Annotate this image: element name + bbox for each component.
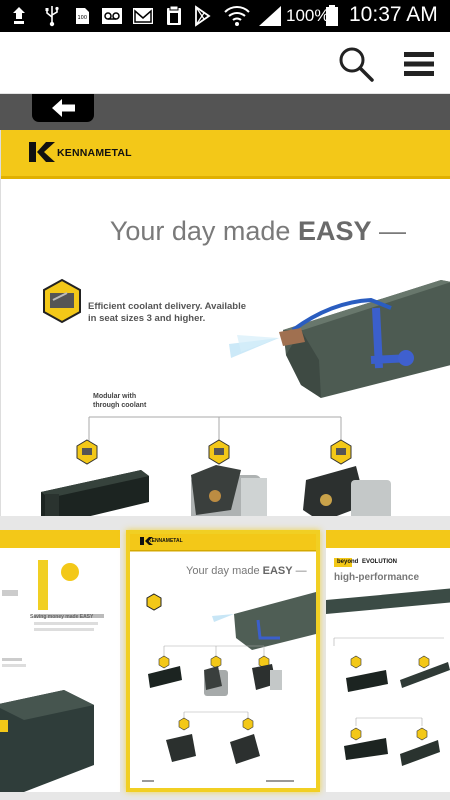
back-button[interactable] bbox=[32, 94, 94, 122]
clock: 10:37 AM bbox=[349, 3, 438, 26]
voicemail-icon bbox=[102, 8, 122, 24]
clipboard-icon bbox=[167, 5, 181, 25]
page-illustration bbox=[41, 278, 450, 535]
thumbnail-headline: Your day made EASY — bbox=[186, 565, 307, 577]
hex-icon-2 bbox=[208, 439, 230, 465]
page-thumbnail-next[interactable]: beyond EVOLUTION high-performance bbox=[326, 530, 450, 792]
usb-icon bbox=[45, 6, 59, 27]
kennametal-logo-icon bbox=[29, 142, 55, 162]
page-thumbnail-strip[interactable]: Saving money made EASY bbox=[0, 516, 450, 800]
search-icon[interactable] bbox=[336, 44, 376, 84]
thumbnail-badge-beyond: beyond bbox=[337, 559, 359, 565]
document-viewer[interactable]: KENNAMETAL Your day made EASY — bbox=[0, 94, 450, 800]
battery-percent: 100% bbox=[286, 6, 330, 25]
thumbnail-brand: KENNAMETAL bbox=[148, 538, 183, 544]
page-thumbnail-current[interactable]: KENNAMETAL Your day made EASY — bbox=[126, 530, 320, 792]
thumbnail-art bbox=[130, 534, 316, 782]
svg-text:100: 100 bbox=[78, 15, 88, 21]
thumbnail-art bbox=[326, 530, 450, 766]
square-shank-tool-image bbox=[41, 470, 149, 526]
thumbnail-title: high-performance bbox=[334, 572, 420, 583]
coolant-description: Efficient coolant delivery. Available in… bbox=[88, 301, 247, 324]
thumbnail-art bbox=[0, 530, 120, 792]
back-arrow-icon bbox=[52, 99, 75, 117]
hex-icon-1 bbox=[76, 439, 98, 465]
app-bar bbox=[0, 32, 450, 94]
page-headline: Your day made EASY — bbox=[109, 216, 406, 246]
email-icon bbox=[133, 8, 153, 24]
storage-icon: 100 bbox=[76, 8, 89, 24]
modular-caption: Modular with through coolant bbox=[93, 393, 147, 409]
page-thumbnail-previous[interactable]: Saving money made EASY bbox=[0, 530, 120, 792]
brand-bar bbox=[1, 130, 450, 176]
document-page[interactable]: KENNAMETAL Your day made EASY — bbox=[0, 130, 450, 540]
thumbnail-badge-evolution: EVOLUTION bbox=[362, 559, 398, 565]
coolant-hex-icon bbox=[43, 278, 81, 324]
status-bar: 100 100% 10:37 AM bbox=[0, 0, 450, 32]
battery-icon bbox=[326, 5, 338, 26]
thumbnail-caption: Saving money made EASY bbox=[30, 614, 94, 620]
wifi-icon bbox=[224, 6, 250, 26]
menu-icon[interactable] bbox=[402, 48, 436, 80]
brand-name: KENNAMETAL bbox=[57, 147, 132, 159]
hex-icon-3 bbox=[330, 439, 352, 465]
signal-icon bbox=[259, 6, 281, 26]
play-store-icon bbox=[195, 5, 211, 27]
tool-holder-image bbox=[229, 280, 450, 398]
app-icon bbox=[13, 7, 25, 24]
